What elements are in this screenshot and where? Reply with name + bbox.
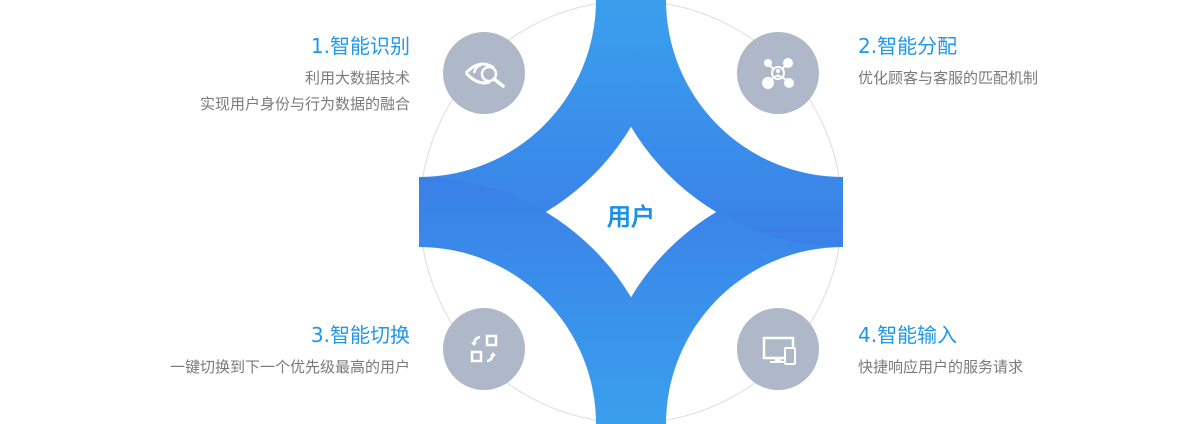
- feature-desc: 优化顾客与客服的匹配机制: [858, 69, 1039, 87]
- feature-desc: 快捷响应用户的服务请求: [858, 358, 1024, 376]
- feature-desc: 实现用户身份与行为数据的融合: [199, 95, 410, 113]
- switch-icon: [443, 308, 525, 390]
- feature-block-4: 4.智能输入 快捷响应用户的服务请求: [858, 322, 1158, 380]
- feature-title: 3.智能切换: [310, 323, 410, 347]
- devices-icon: [737, 308, 819, 390]
- network-user-icon: [737, 32, 819, 114]
- feature-title: 2.智能分配: [858, 34, 958, 58]
- feature-block-3: 3.智能切换 一键切换到下一个优先级最高的用户: [110, 322, 410, 380]
- feature-block-1: 1.智能识别 利用大数据技术 实现用户身份与行为数据的融合: [110, 33, 410, 117]
- center-label: 用户: [607, 203, 655, 231]
- band-top-right: [596, 0, 843, 247]
- band-bottom-left: [419, 177, 666, 424]
- feature-title: 4.智能输入: [858, 323, 958, 347]
- feature-block-2: 2.智能分配 优化顾客与客服的匹配机制: [858, 33, 1158, 91]
- feature-desc: 利用大数据技术: [304, 69, 410, 87]
- feature-title: 1.智能识别: [310, 34, 410, 58]
- feature-desc: 一键切换到下一个优先级最高的用户: [169, 358, 410, 376]
- eye-search-icon: [443, 32, 525, 114]
